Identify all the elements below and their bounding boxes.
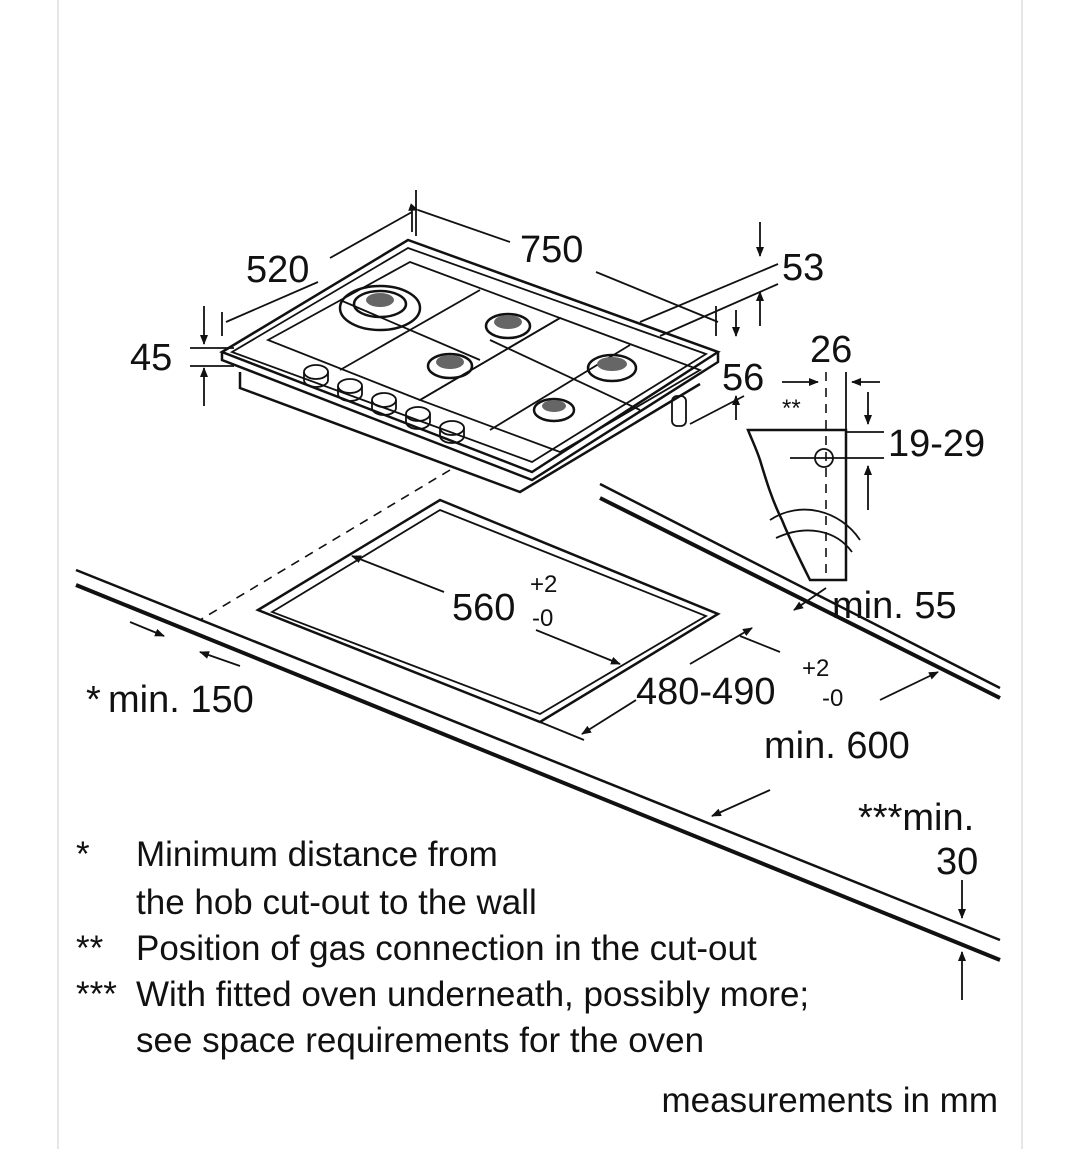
- dim-53-label: 53: [782, 247, 824, 289]
- dim-480-490-label: 480-490: [636, 671, 775, 713]
- knob-1-icon: [303, 364, 329, 388]
- min-150-lines: [129, 621, 241, 667]
- burner-rear-middle: [484, 312, 532, 340]
- dim-480-490-tol-plus: +2: [802, 655, 829, 682]
- dim-53-lines: [639, 222, 779, 337]
- units-label: measurements in mm: [662, 1081, 998, 1120]
- projection-line: [199, 469, 451, 621]
- dim-19-29-label: 19-29: [888, 423, 985, 465]
- note-2-line-1: Position of gas connection in the cut-ou…: [136, 929, 757, 968]
- note-1-marker: *: [76, 835, 90, 874]
- note-3-line-2: see space requirements for the oven: [136, 1021, 704, 1060]
- min-600-lines: [711, 671, 939, 817]
- min-30-stars-label: ***min.: [858, 797, 974, 839]
- note-3-line-1: With fitted oven underneath, possibly mo…: [136, 975, 809, 1014]
- note-2-marker: **: [76, 929, 104, 968]
- dim-480-490-lines: [539, 627, 781, 741]
- note-3-marker: ***: [76, 975, 117, 1014]
- min-600-label: min. 600: [764, 725, 910, 767]
- gas-connector-icon: [671, 395, 687, 427]
- note-1-line-1: Minimum distance from: [136, 835, 498, 874]
- knob-3-icon: [371, 392, 397, 416]
- dim-26-label: 26: [810, 329, 852, 371]
- min-150-star: *: [86, 679, 101, 721]
- right-border: [1021, 0, 1023, 1149]
- knob-4-icon: [405, 406, 431, 430]
- dim-560-lines: [351, 555, 621, 665]
- burner-front-right: [532, 397, 576, 423]
- knob-2-icon: [337, 378, 363, 402]
- left-border: [57, 0, 59, 1149]
- dim-520-label: 520: [246, 249, 309, 291]
- dim-56-lines: [689, 306, 745, 425]
- dim-560-tol-plus: +2: [530, 571, 557, 598]
- cutout-section-detail: [746, 372, 884, 582]
- burner-front-left: [426, 352, 474, 380]
- burner-wok: [338, 284, 422, 332]
- cutout: [255, 498, 721, 724]
- dim-45-label: 45: [130, 337, 172, 379]
- legend-notes: * Minimum distance from the hob cut-out …: [76, 835, 809, 1060]
- min-30-value: 30: [936, 841, 978, 883]
- worktop: [75, 482, 1001, 962]
- dim-480-490-tol-minus: -0: [822, 685, 843, 712]
- hob: [219, 238, 721, 494]
- dim-750-lines: [408, 190, 719, 323]
- burner-rear-right: [586, 353, 638, 383]
- note-1-line-2: the hob cut-out to the wall: [136, 883, 537, 922]
- dim-45-lines: [190, 306, 234, 406]
- dim-560-tol-minus: -0: [532, 605, 553, 632]
- dim-560-label: 560: [452, 587, 515, 629]
- dim-56-label: 56: [722, 357, 764, 399]
- min-150-label: min. 150: [108, 679, 254, 721]
- dim-750-label: 750: [520, 229, 583, 271]
- gas-connection-marker: **: [782, 395, 801, 422]
- min-55-arrow: [793, 587, 827, 611]
- dim-520-lines: [221, 210, 413, 336]
- knob-5-icon: [439, 420, 465, 444]
- min-55-label: min. 55: [832, 585, 957, 627]
- control-knobs: [303, 364, 465, 444]
